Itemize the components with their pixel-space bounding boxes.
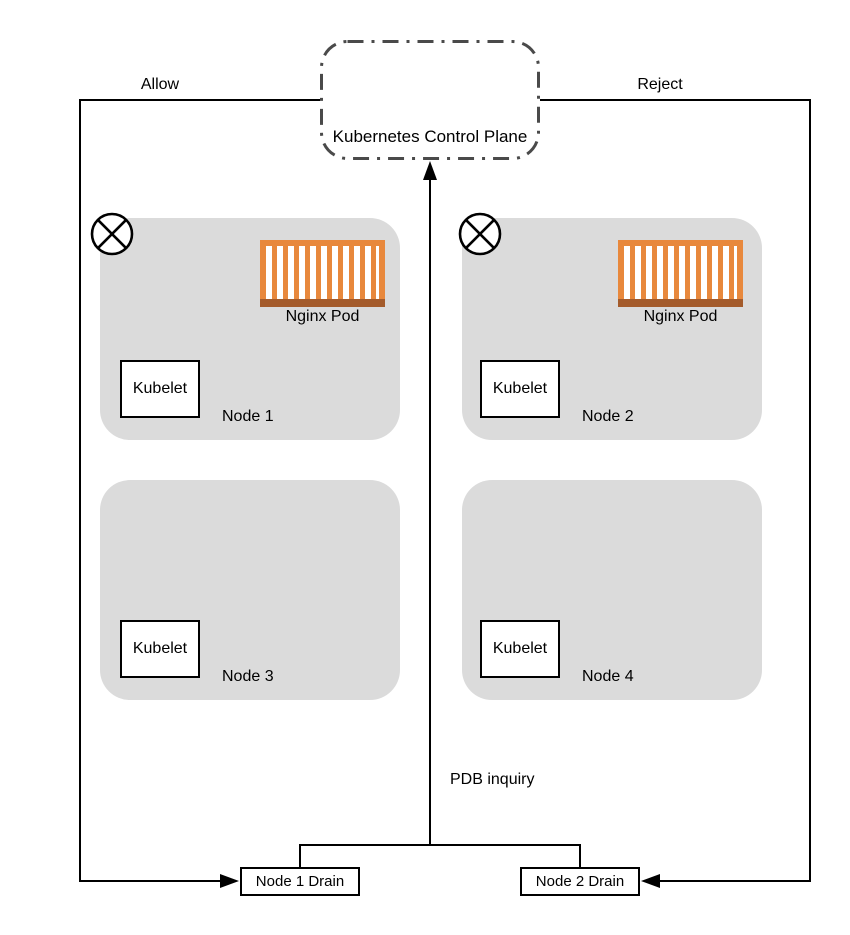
node-2-drain-box: Node 2 Drain <box>520 867 640 896</box>
node-2: Nginx Pod Kubelet Node 2 <box>462 218 762 440</box>
shipping-container-icon <box>260 240 385 307</box>
kubelet-box: Kubelet <box>480 360 560 418</box>
node-3-label: Node 3 <box>222 668 274 685</box>
kubelet-box: Kubelet <box>120 360 200 418</box>
container-stripes <box>266 246 379 299</box>
left-arrowhead-icon <box>641 874 660 888</box>
node-1-drain-box: Node 1 Drain <box>240 867 360 896</box>
node-4-label: Node 4 <box>582 668 634 685</box>
control-plane-box <box>320 40 540 160</box>
node-3: Kubelet Node 3 <box>100 480 400 700</box>
pdb-inquiry-label: PDB inquiry <box>450 771 535 788</box>
control-plane-label: Kubernetes Control Plane <box>332 127 528 146</box>
node-1-drain-label: Node 1 Drain <box>255 873 345 890</box>
kubelet-box: Kubelet <box>480 620 560 678</box>
shipping-container-icon <box>618 240 743 307</box>
container-stripes <box>624 246 737 299</box>
circle-cross-icon <box>458 212 502 256</box>
reject-label: Reject <box>637 76 683 93</box>
right-arrowhead-icon <box>220 874 239 888</box>
nginx-pod-label: Nginx Pod <box>643 308 718 325</box>
reject-connector-line <box>540 99 811 882</box>
kubelet-label: Kubelet <box>132 640 188 657</box>
up-arrowhead-icon <box>423 161 437 180</box>
container-base <box>260 299 385 307</box>
node-4: Kubelet Node 4 <box>462 480 762 700</box>
circle-cross-icon <box>90 212 134 256</box>
allow-label: Allow <box>140 76 180 93</box>
kubelet-label: Kubelet <box>492 380 548 397</box>
drain-junction-line <box>299 844 581 867</box>
kubelet-box: Kubelet <box>120 620 200 678</box>
kubelet-label: Kubelet <box>132 380 188 397</box>
node-2-label: Node 2 <box>582 408 634 425</box>
node-2-drain-label: Node 2 Drain <box>535 873 625 890</box>
node-1-label: Node 1 <box>222 408 274 425</box>
allow-connector-line <box>79 99 320 882</box>
kubelet-label: Kubelet <box>492 640 548 657</box>
container-base <box>618 299 743 307</box>
nginx-pod-label: Nginx Pod <box>285 308 360 325</box>
node-1: Nginx Pod Kubelet Node 1 <box>100 218 400 440</box>
